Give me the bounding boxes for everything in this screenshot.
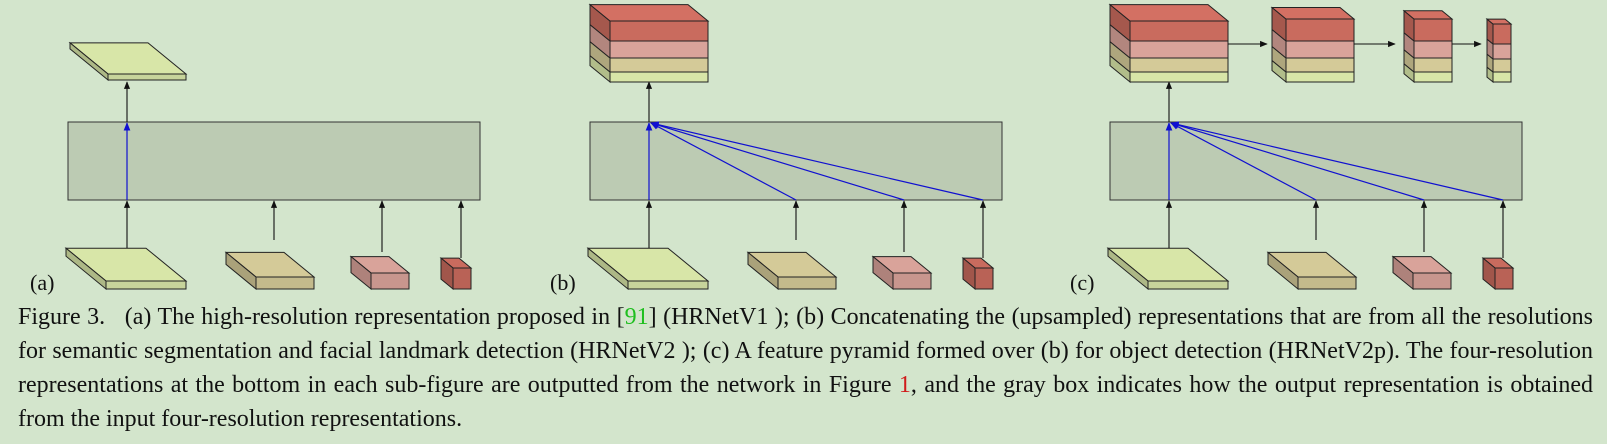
pyramid-level-4-front-0: [1492, 71, 1512, 83]
pyramid-level-1-top-face: [1108, 4, 1230, 22]
blue-arrow-2-3: [650, 121, 984, 201]
input-rep-high-2-side-face: [587, 247, 629, 291]
input-rep-high-2: [586, 247, 710, 291]
input-rep-lowest-2: [961, 257, 995, 291]
input-rep-lowest-3: [1481, 257, 1515, 291]
output-rep-a: [68, 41, 188, 82]
gray-box-1: [67, 121, 481, 201]
pyramid-level-2-front-0: [1285, 71, 1355, 83]
pyramid-level-2-front-1: [1285, 57, 1355, 73]
blue-arrow-3-2: [1170, 121, 1425, 201]
input-rep-mid-1: [224, 251, 316, 291]
caption-text-2: ] (HRNetV1 ); (b) Concatenating the (ups…: [18, 304, 1593, 398]
input-rep-lowest-3-front-face: [1494, 267, 1514, 290]
input-rep-mid-1-front-face: [255, 276, 315, 290]
caption-prefix: Figure 3.: [18, 304, 106, 330]
output-concat-b-front-2: [609, 40, 709, 59]
input-rep-high-1: [64, 247, 188, 291]
blue-arrow-3-1: [1170, 122, 1317, 201]
pyramid-level-2-front-2: [1285, 40, 1355, 59]
output-concat-b-front-1: [609, 57, 709, 73]
input-rep-low-2: [871, 255, 933, 291]
input-rep-high-3: [1106, 247, 1230, 291]
input-rep-mid-3: [1266, 251, 1358, 291]
input-rep-low-3-front-face: [1412, 272, 1452, 290]
output-concat-b: [588, 3, 710, 84]
input-rep-lowest-2-side-face: [962, 257, 976, 291]
output-rep-a-front-face: [107, 73, 187, 81]
figure-caption: Figure 3. (a) The high-resolution repres…: [18, 300, 1593, 436]
input-rep-lowest-2-front-face: [974, 267, 994, 290]
input-rep-high-2-front-face: [627, 280, 709, 290]
input-rep-low-2-front-face: [892, 272, 932, 290]
pyramid-level-1-front-3: [1129, 20, 1229, 42]
citation-link[interactable]: 91: [624, 304, 649, 330]
pyramid-level-4-front-1: [1492, 58, 1512, 73]
input-rep-low-1-front-face: [370, 272, 410, 290]
pyramid-level-4-top-face: [1485, 18, 1513, 25]
subfigure-label-1: (a): [30, 270, 54, 295]
pyramid-level-3-top-face: [1402, 10, 1454, 20]
pyramid-level-3-front-3: [1413, 18, 1453, 42]
input-rep-lowest-1-front-face: [452, 267, 472, 290]
input-rep-lowest-1-side-face: [440, 257, 454, 291]
input-rep-high-1-side-face: [65, 247, 107, 291]
input-rep-mid-3-front-face: [1297, 276, 1357, 290]
input-rep-mid-2: [746, 251, 838, 291]
output-concat-b-top-face: [588, 4, 710, 22]
pyramid-level-3: [1402, 9, 1454, 84]
input-rep-low-2-side-face: [872, 255, 894, 291]
pyramid-level-1-front-1: [1129, 57, 1229, 73]
pyramid-level-4-front-3: [1492, 23, 1512, 45]
input-rep-lowest-1: [439, 257, 473, 291]
input-rep-low-1-side-face: [350, 255, 372, 291]
figure-3-diagram: (a) (b) (c): [30, 3, 1523, 295]
subfigure-label-3: (c): [1070, 270, 1094, 295]
input-rep-lowest-3-side-face: [1482, 257, 1496, 291]
input-rep-high-1-front-face: [105, 280, 187, 290]
pyramid-level-1: [1108, 3, 1230, 84]
blue-arrow-2-2: [650, 121, 905, 201]
pyramid-level-2-front-3: [1285, 18, 1355, 42]
pyramid-level-4: [1485, 18, 1513, 84]
output-concat-b-front-0: [609, 71, 709, 83]
input-rep-mid-2-side-face: [747, 251, 779, 291]
input-rep-low-3: [1391, 255, 1453, 291]
subfigure-label-2: (b): [550, 270, 576, 295]
pyramid-level-2-top-face: [1270, 7, 1356, 20]
caption-text-3: , and the gray box indicates how the out…: [18, 372, 1593, 432]
input-rep-mid-1-side-face: [225, 251, 257, 291]
pyramid-level-1-front-0: [1129, 71, 1229, 83]
pyramid-level-3-front-0: [1413, 71, 1453, 83]
gray-box-2: [589, 121, 1003, 201]
pyramid-level-1-front-2: [1129, 40, 1229, 59]
output-rep-a-side-face: [69, 41, 109, 82]
input-rep-high-3-front-face: [1147, 280, 1229, 290]
pyramid-level-3-front-1: [1413, 57, 1453, 73]
input-rep-low-3-side-face: [1392, 255, 1414, 291]
caption-text-1: (a) The high-resolution representation p…: [124, 304, 625, 330]
input-rep-low-1: [349, 255, 411, 291]
pyramid-level-4-front-2: [1492, 43, 1512, 60]
blue-arrow-3-3: [1170, 121, 1504, 201]
gray-box-3: [1109, 121, 1523, 201]
pyramid-level-2: [1270, 6, 1356, 84]
input-rep-high-3-side-face: [1107, 247, 1149, 291]
output-concat-b-front-3: [609, 20, 709, 42]
blue-arrow-2-1: [650, 122, 797, 201]
input-rep-mid-2-front-face: [777, 276, 837, 290]
input-rep-mid-3-side-face: [1267, 251, 1299, 291]
pyramid-level-3-front-2: [1413, 40, 1453, 59]
figure-reference-link[interactable]: 1: [898, 372, 911, 398]
